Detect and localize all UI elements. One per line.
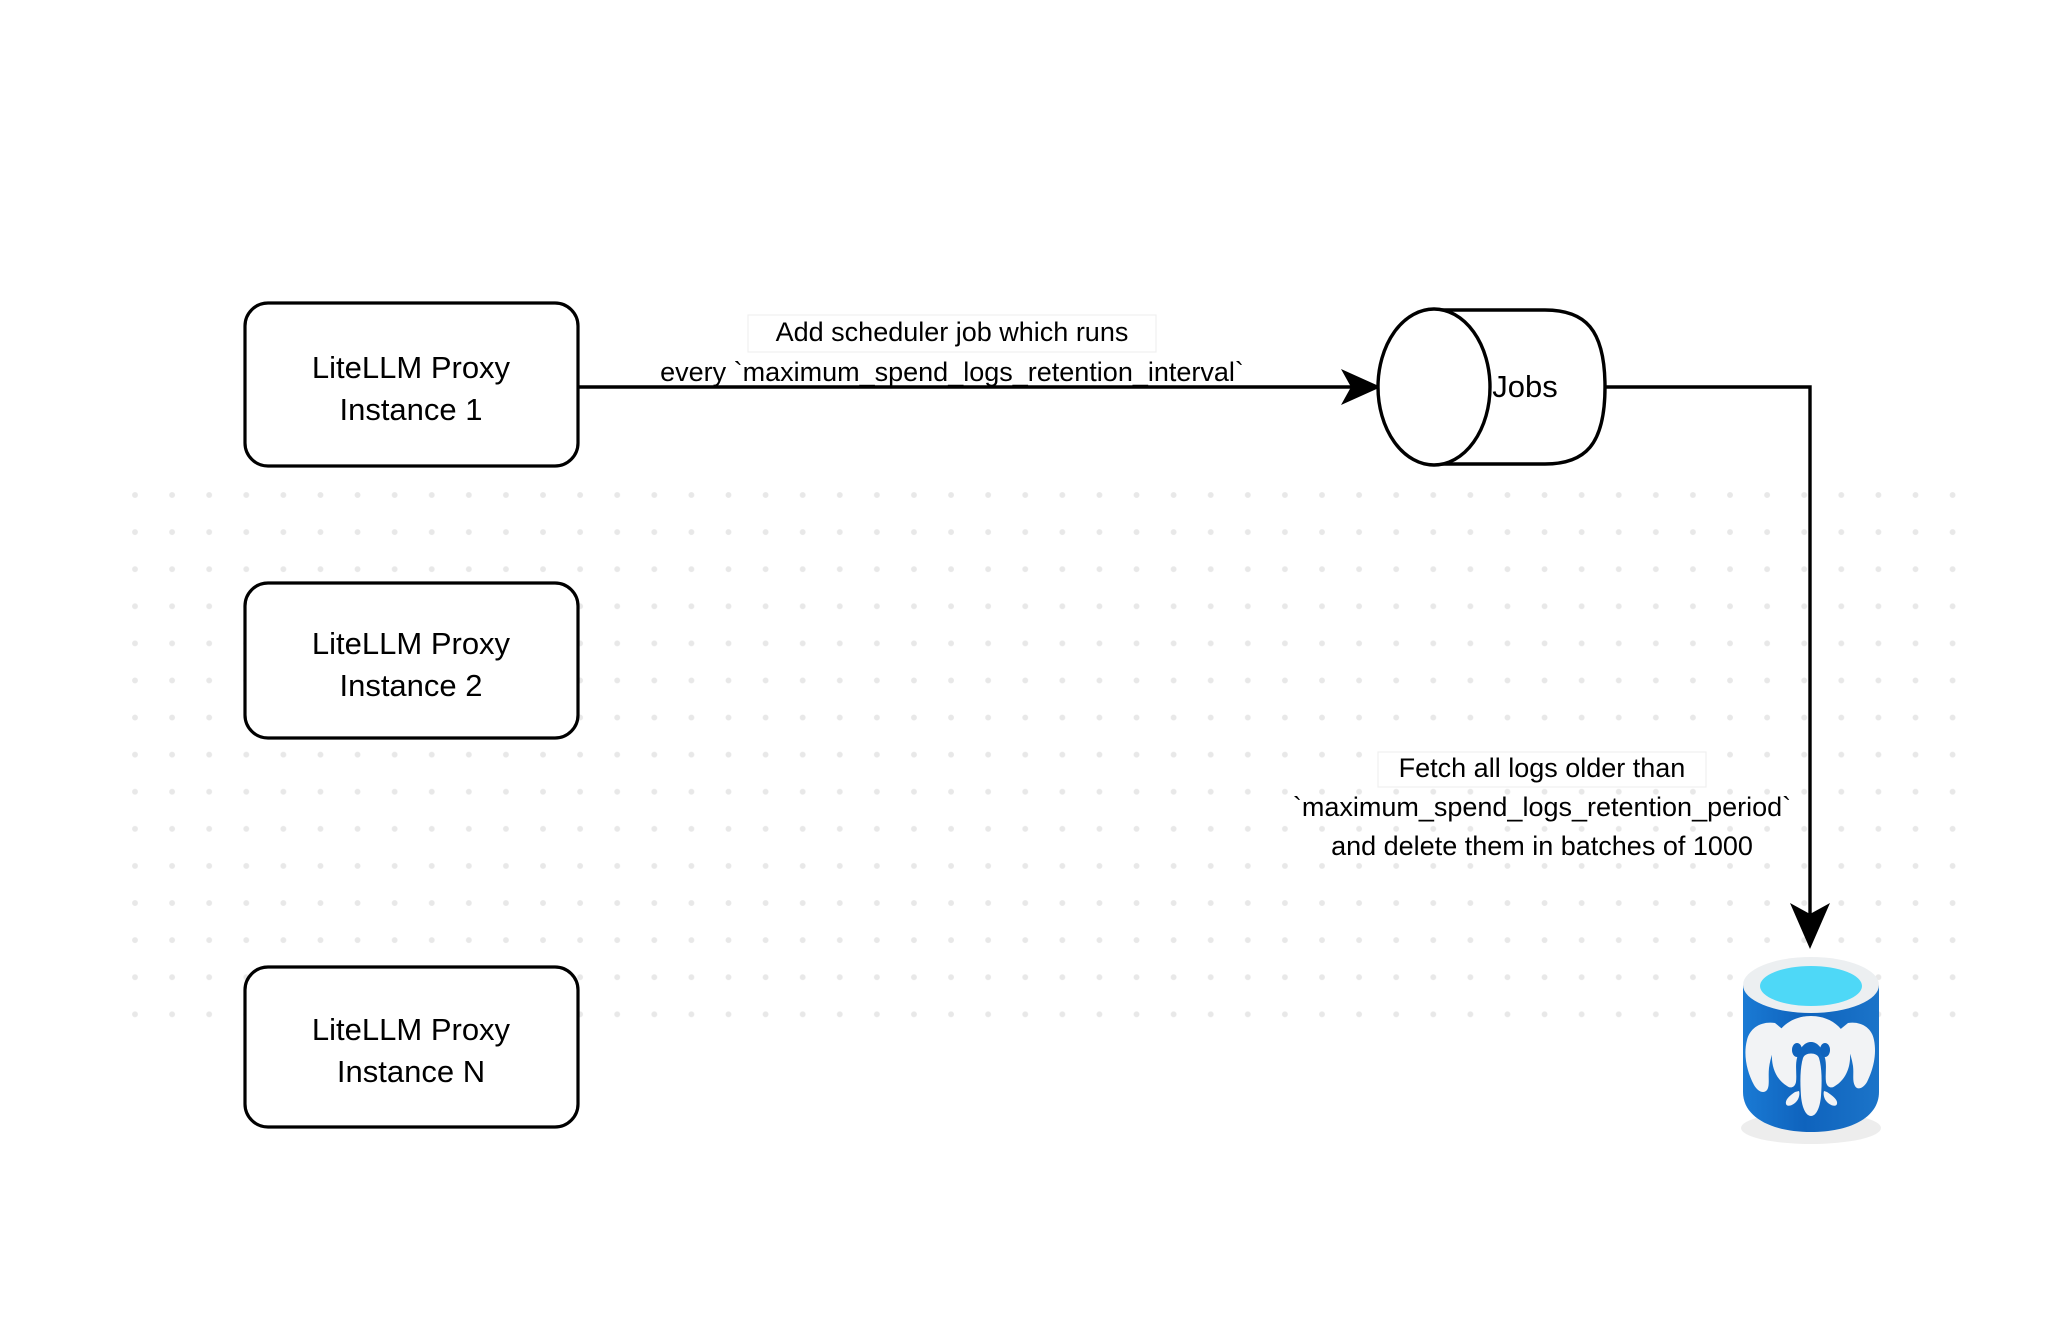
- postgres-top-fill: [1760, 966, 1862, 1006]
- edge-jobs-to-postgres-line: [1605, 385, 1812, 918]
- node-postgres-database[interactable]: [1741, 957, 1881, 1144]
- node-proxy-instance-n[interactable]: LiteLLM Proxy Instance N: [243, 965, 580, 1129]
- proxy-1-label-line1: LiteLLM Proxy: [312, 350, 511, 385]
- edge-jobs-to-postgres: Fetch all logs older than `maximum_spend…: [1293, 385, 1830, 949]
- edge-jobs-to-postgres-label-line2: `maximum_spend_logs_retention_period`: [1293, 792, 1791, 822]
- edge-jobs-to-postgres-label-line3: and delete them in batches of 1000: [1331, 831, 1753, 861]
- proxy-2-label-line2: Instance 2: [339, 668, 482, 703]
- proxy-n-label-line1: LiteLLM Proxy: [312, 1012, 511, 1047]
- proxy-1-label-line2: Instance 1: [339, 392, 482, 427]
- edge-jobs-to-postgres-arrowhead: [1790, 903, 1830, 949]
- edge-label-highlight: [747, 314, 1157, 353]
- proxy-1-box[interactable]: [243, 301, 580, 468]
- proxy-2-label-line1: LiteLLM Proxy: [312, 626, 511, 661]
- edge-proxy1-to-jobs-label-line2: every `maximum_spend_logs_retention_inte…: [660, 357, 1244, 387]
- proxy-2-box[interactable]: [243, 581, 580, 740]
- edge-jobs-to-postgres-label-line1: Fetch all logs older than: [1399, 753, 1686, 783]
- edge2-label-highlight: [1377, 751, 1707, 788]
- edge-proxy1-to-jobs: Add scheduler job which runs every `maxi…: [578, 314, 1381, 405]
- jobs-label: Jobs: [1492, 369, 1557, 404]
- node-jobs-queue[interactable]: Jobs: [1376, 307, 1607, 467]
- proxy-n-box[interactable]: [243, 965, 580, 1129]
- edge-proxy1-to-jobs-arrowhead: [1341, 369, 1381, 405]
- edge-proxy1-to-jobs-label-line1: Add scheduler job which runs: [776, 317, 1129, 347]
- proxy-n-label-line2: Instance N: [337, 1054, 485, 1089]
- node-proxy-instance-1[interactable]: LiteLLM Proxy Instance 1: [243, 301, 580, 468]
- jobs-cylinder-face[interactable]: [1376, 307, 1492, 467]
- postgresql-elephant-icon: [1745, 1016, 1876, 1116]
- postgres-elephant-eyes: [1792, 1043, 1830, 1057]
- node-proxy-instance-2[interactable]: LiteLLM Proxy Instance 2: [243, 581, 580, 740]
